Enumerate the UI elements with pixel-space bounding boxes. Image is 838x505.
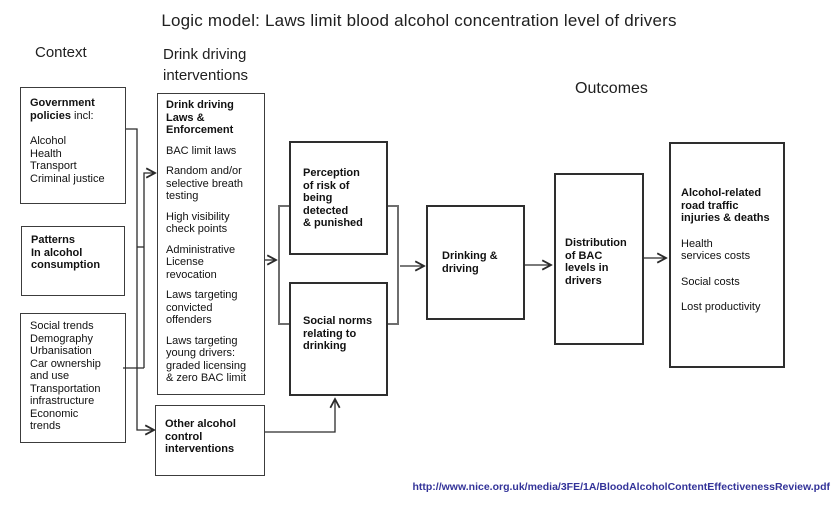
government-policies-box: Government policies incl: Alcohol Health… <box>20 87 126 204</box>
social-norms-box: Social norms relating to drinking <box>289 282 388 396</box>
patterns-consumption-box: Patterns In alcohol consumption <box>21 226 125 296</box>
outcomes-impacts-box: Alcohol-related road traffic injuries & … <box>669 142 785 368</box>
perception-risk-box: Perception of risk of being detected & p… <box>289 141 388 255</box>
laws-item: High visibility check points <box>166 210 230 236</box>
drinking-driving-box: Drinking & driving <box>426 205 525 320</box>
laws-item: Laws targeting young drivers: graded lic… <box>166 334 247 385</box>
box-heading: Drink driving Laws & Enforcement <box>166 99 234 136</box>
social-trends-box: Social trends Demography Urbanisation Ca… <box>20 313 126 443</box>
source-url-link[interactable]: http://www.nice.org.uk/media/3FE/1A/Bloo… <box>412 481 830 493</box>
other-interventions-box: Other alcohol control interventions <box>155 405 265 476</box>
outcomes-item: Social costs <box>681 275 740 288</box>
box-heading: Alcohol-related road traffic injuries & … <box>681 187 770 224</box>
connector-government-to-other <box>126 128 154 430</box>
laws-enforcement-box: Drink driving Laws & Enforcement BAC lim… <box>157 93 265 395</box>
laws-item: BAC limit laws <box>166 144 237 157</box>
laws-item: Laws targeting convicted offenders <box>166 289 238 326</box>
laws-item: Random and/or selective breath testing <box>166 165 244 202</box>
box-label: Drinking & driving <box>442 250 498 275</box>
box-heading-suffix: incl: <box>70 109 94 122</box>
outcomes-item: Health services costs <box>681 237 751 263</box>
outcomes-item: Lost productivity <box>681 301 761 313</box>
laws-item: Administrative License revocation <box>166 243 236 281</box>
context-header: Context <box>35 44 87 61</box>
connector-other-to-social-norms <box>265 399 335 433</box>
outcomes-header: Outcomes <box>575 80 648 97</box>
box-items: Alcohol Health Transport Criminal justic… <box>30 135 105 185</box>
diagram-title: Logic model: Laws limit blood alcohol co… <box>161 11 677 30</box>
box-heading: Government policies <box>30 97 95 122</box>
bac-distribution-box: Distribution of BAC levels in drivers <box>554 173 644 345</box>
connector-spine-to-laws <box>143 173 155 368</box>
interventions-header: Drink driving interventions <box>163 46 249 84</box>
